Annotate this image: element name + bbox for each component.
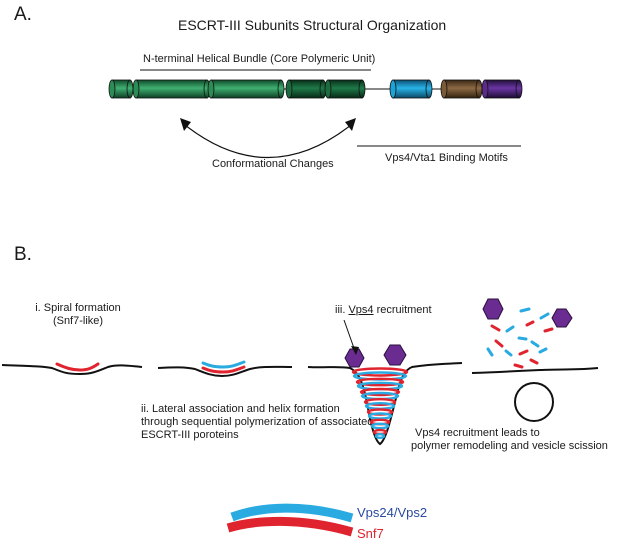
- vps4-hexagon-left: [344, 348, 365, 368]
- step4-label: Vps4 recruitment leads to polymer remode…: [411, 427, 608, 453]
- legend-vps24-arc: [230, 503, 354, 523]
- helix-2-cylinder: [132, 79, 211, 99]
- helix-7-cylinder: [440, 79, 483, 99]
- legend-blue-label: Vps24/Vps2: [357, 505, 428, 520]
- step3-vps4: Vps4: [348, 304, 374, 316]
- helix-3-cylinder: [207, 79, 285, 99]
- arrowhead-left: [180, 118, 191, 131]
- released-polymer-fragments: [486, 307, 554, 369]
- snf7-layer-stage-2: [201, 365, 246, 374]
- step2-line2: through sequential polymerization of ass…: [141, 416, 374, 428]
- legend-red-label: Snf7: [357, 526, 384, 541]
- step4-line2: polymer remodeling and vesicle scission: [411, 440, 608, 452]
- helix-6-cylinder: [389, 79, 433, 99]
- step2-line3: ESCRT-III poroteins: [141, 429, 239, 441]
- step2-line1: ii. Lateral association and helix format…: [141, 403, 340, 415]
- vps4-pointer-arrowhead: [351, 346, 359, 355]
- panel-a-label: A.: [14, 4, 32, 25]
- snf7-spiral-stage-1: [55, 362, 100, 372]
- helical-polymer-stage-3: [351, 367, 409, 440]
- vps24-layer-stage-2: [201, 360, 246, 369]
- membrane-stage-2: [157, 365, 293, 378]
- arrowhead-right: [345, 118, 356, 131]
- membrane-stage-3: [307, 362, 463, 446]
- helix-8-cylinder: [481, 79, 523, 99]
- helix-4-cylinder: [285, 79, 327, 99]
- membrane-stage-4: [471, 367, 599, 374]
- legend-snf7-arc: [226, 516, 354, 537]
- helix-1-cylinder: [108, 79, 134, 99]
- scissioned-vesicle: [514, 382, 554, 422]
- panel-a-title: ESCRT-III Subunits Structural Organizati…: [178, 17, 447, 33]
- step3-suffix: recruitment: [373, 304, 432, 316]
- vps4-hexagon-released-right: [551, 308, 573, 328]
- step3-prefix: iii.: [335, 304, 349, 316]
- step1-line2: (Snf7-like): [52, 315, 104, 327]
- vps4-pointer-line: [343, 319, 356, 352]
- vps4-hexagon-right: [383, 344, 407, 366]
- step2-label: ii. Lateral association and helix format…: [141, 403, 373, 442]
- step1-label: i. Spiral formation (Snf7-like): [26, 302, 130, 328]
- panel-b-label: B.: [14, 244, 32, 265]
- conformational-change-arrow: [184, 124, 352, 159]
- step1-line1: i. Spiral formation: [35, 302, 121, 314]
- binding-motifs-label: Vps4/Vta1 Binding Motifs: [385, 152, 508, 164]
- step3-label: iii. Vps4 recruitment: [335, 304, 432, 317]
- n-terminal-bundle-label: N-terminal Helical Bundle (Core Polymeri…: [143, 53, 376, 65]
- conformational-changes-label: Conformational Changes: [212, 158, 334, 170]
- helix-5-cylinder: [324, 79, 366, 99]
- vps4-hexagon-released-left: [482, 298, 504, 320]
- membrane-stage-1: [1, 364, 143, 376]
- step4-line1: Vps4 recruitment leads to: [415, 427, 540, 439]
